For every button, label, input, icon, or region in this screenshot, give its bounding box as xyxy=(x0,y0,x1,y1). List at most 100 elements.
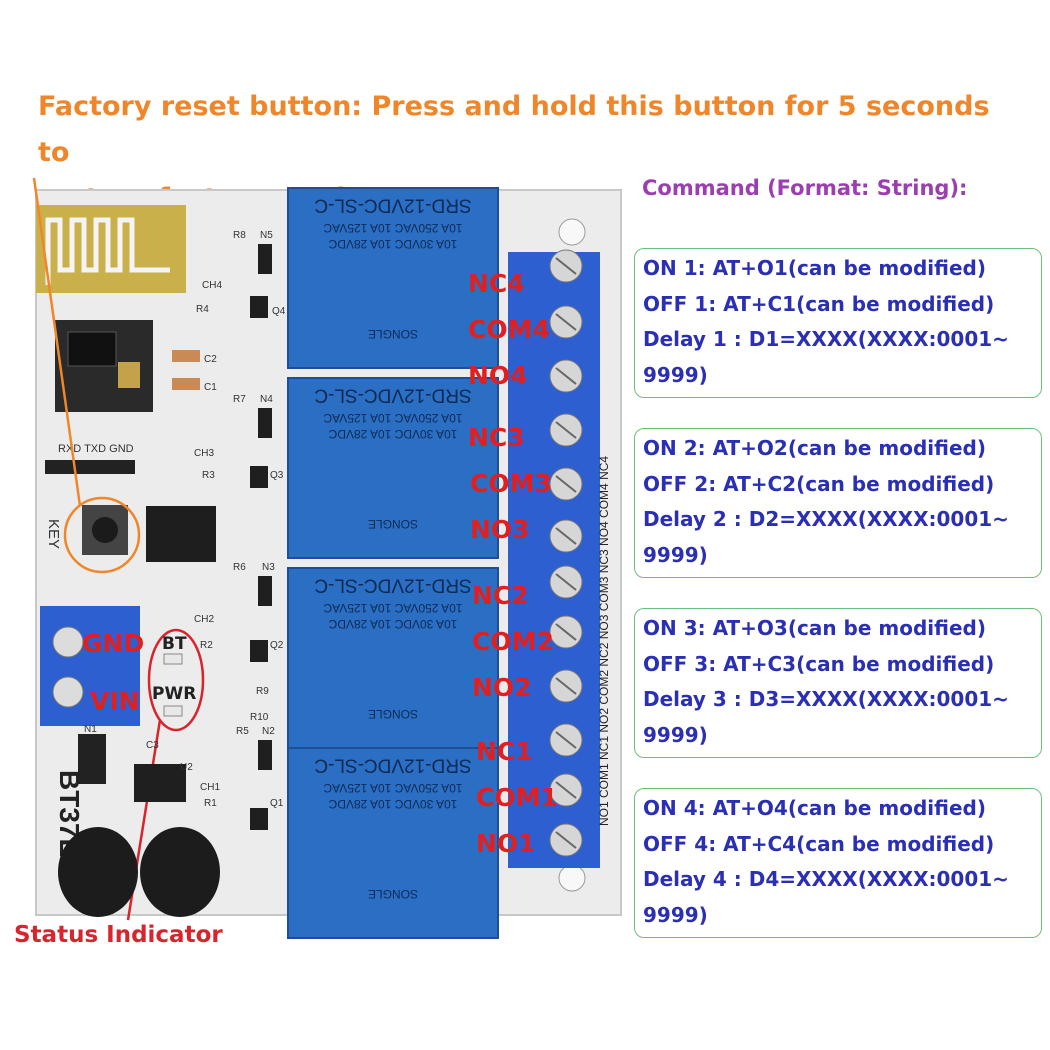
label-no4: NO4 xyxy=(468,361,528,390)
relay-terminal-strip xyxy=(508,252,600,868)
driver-ic xyxy=(146,506,216,562)
terminal-screws xyxy=(549,249,583,857)
label-q4: Q4 xyxy=(272,306,286,317)
label-nc4: NC4 xyxy=(468,269,525,298)
capacitor xyxy=(58,827,138,917)
screw-slot xyxy=(555,677,577,695)
label-nc3: NC3 xyxy=(468,423,525,452)
label-ch4: CH4 xyxy=(202,280,222,291)
label-q2: Q2 xyxy=(270,640,284,651)
command-delay-1-range: 9999) xyxy=(643,362,708,387)
command-group-4: ON 4: AT+O4(can be modified) OFF 4: AT+C… xyxy=(634,788,1042,938)
relay-3: SRD-12VDC-SL-C 10A 250VAC 10A 125VAC 10A 3… xyxy=(287,377,499,559)
relay-text: SONGLE xyxy=(368,517,418,531)
relays: SRD-12VDC-SL-C 10A 250VAC 10A 125VAC 10A 3… xyxy=(287,187,499,939)
heading-line-1: Factory reset button: Press and hold thi… xyxy=(38,91,990,168)
screw-slot xyxy=(555,421,577,439)
label-com3: COM3 xyxy=(470,469,552,498)
command-delay-2-range: 9999) xyxy=(643,542,708,567)
relay-text: 10A 30VDC 10A 28VDC xyxy=(328,427,457,441)
status-led-highlight xyxy=(147,628,205,732)
label-pwr-led: PWR xyxy=(152,684,197,704)
screw-slot xyxy=(555,573,577,591)
diode-n4 xyxy=(258,408,272,438)
module-chip xyxy=(67,331,117,367)
key-switch-cap xyxy=(92,517,118,543)
status-indicator-label: Status Indicator xyxy=(14,922,223,948)
label-n5: N5 xyxy=(260,230,273,241)
label-c2: C2 xyxy=(204,354,217,365)
key-silkscreen: KEY xyxy=(45,519,62,549)
uart-header xyxy=(45,460,135,474)
command-off-1: OFF 1: AT+C1(can be modified) xyxy=(643,291,995,316)
bt-led xyxy=(163,653,183,665)
relay-body xyxy=(287,567,499,749)
relay-text: 10A 250VAC 10A 125VAC xyxy=(323,411,462,425)
regulator-u2 xyxy=(134,764,186,802)
label-q1: Q1 xyxy=(270,798,284,809)
reset-callout-line xyxy=(32,177,82,507)
label-r4: R4 xyxy=(196,304,209,315)
label-n1: N1 xyxy=(84,724,97,735)
relay-text: SRD-12VDC-SL-C xyxy=(314,194,471,215)
label-r2: R2 xyxy=(200,640,213,651)
label-u2: U2 xyxy=(180,762,193,773)
relay-text: SONGLE xyxy=(368,327,418,341)
label-n2: N2 xyxy=(262,726,275,737)
transistor-q3 xyxy=(250,466,268,488)
screw-slot xyxy=(555,781,577,799)
capacitor xyxy=(140,827,220,917)
relay-text: SONGLE xyxy=(368,707,418,721)
screw-slot xyxy=(555,623,577,641)
relay-text: 10A 30VDC 10A 28VDC xyxy=(328,797,457,811)
diode-n1 xyxy=(78,734,106,784)
label-r9: R9 xyxy=(256,686,269,697)
command-delay-3: Delay 3 : D3=XXXX(XXXX:0001~ xyxy=(643,687,1009,711)
relay-text: 10A 30VDC 10A 28VDC xyxy=(328,237,457,251)
screw-slot xyxy=(555,257,577,275)
transistor-q1 xyxy=(250,808,268,830)
command-group-3: ON 3: AT+O3(can be modified) OFF 3: AT+C… xyxy=(634,608,1042,758)
label-nc1: NC1 xyxy=(476,737,533,766)
command-delay-4-range: 9999) xyxy=(643,902,708,927)
relay-text: 10A 250VAC 10A 125VAC xyxy=(323,781,462,795)
relay-text: 10A 250VAC 10A 125VAC xyxy=(323,221,462,235)
relay-body xyxy=(287,747,499,939)
command-delay-1: Delay 1 : D1=XXXX(XXXX:0001~ xyxy=(643,327,1009,351)
label-r6: R6 xyxy=(233,562,246,573)
relay-1: SRD-12VDC-SL-C 10A 250VAC 10A 125VAC 10A 3… xyxy=(287,747,499,939)
label-no1: NO1 xyxy=(476,829,536,858)
terminal-silkscreen: NO1 COM1 NC1 NO2 COM2 NC2 NO3 COM3 NC3 N… xyxy=(597,456,611,826)
label-com1: COM1 xyxy=(476,783,558,812)
command-group-1: ON 1: AT+O1(can be modified) OFF 1: AT+C… xyxy=(634,248,1042,398)
command-delay-4: Delay 4 : D4=XXXX(XXXX:0001~ xyxy=(643,867,1009,891)
relay-text: 10A 250VAC 10A 125VAC xyxy=(323,601,462,615)
label-ch1: CH1 xyxy=(200,782,220,793)
screw-slot xyxy=(555,527,577,545)
vin-screw xyxy=(52,676,84,708)
command-off-3: OFF 3: AT+C3(can be modified) xyxy=(643,651,995,676)
relay-text: SRD-12VDC-SL-C xyxy=(314,754,471,775)
command-on-1: ON 1: AT+O1(can be modified) xyxy=(643,256,986,280)
command-on-2: ON 2: AT+O2(can be modified) xyxy=(643,436,986,460)
label-vin: VIN xyxy=(90,687,140,716)
transistor-q4 xyxy=(250,296,268,318)
reset-button-highlight xyxy=(63,496,141,574)
header-silkscreen: RXD TXD GND xyxy=(58,443,134,455)
relay-4: SRD-12VDC-SL-C 10A 250VAC 10A 125VAC 10A 3… xyxy=(287,187,499,369)
command-delay-3-range: 9999) xyxy=(643,722,708,747)
label-r10: R10 xyxy=(250,712,269,723)
diode-n5 xyxy=(258,244,272,274)
label-n4: N4 xyxy=(260,394,273,405)
screw-slot xyxy=(555,475,577,493)
command-off-4: OFF 4: AT+C4(can be modified) xyxy=(643,831,995,856)
label-nc2: NC2 xyxy=(472,581,529,610)
relay-text: SRD-12VDC-SL-C xyxy=(314,384,471,405)
screw-slot xyxy=(555,367,577,385)
crystal xyxy=(118,362,140,388)
relay-body xyxy=(287,377,499,559)
mounting-hole xyxy=(558,218,586,246)
mounting-hole xyxy=(558,864,586,892)
transistor-q2 xyxy=(250,640,268,662)
